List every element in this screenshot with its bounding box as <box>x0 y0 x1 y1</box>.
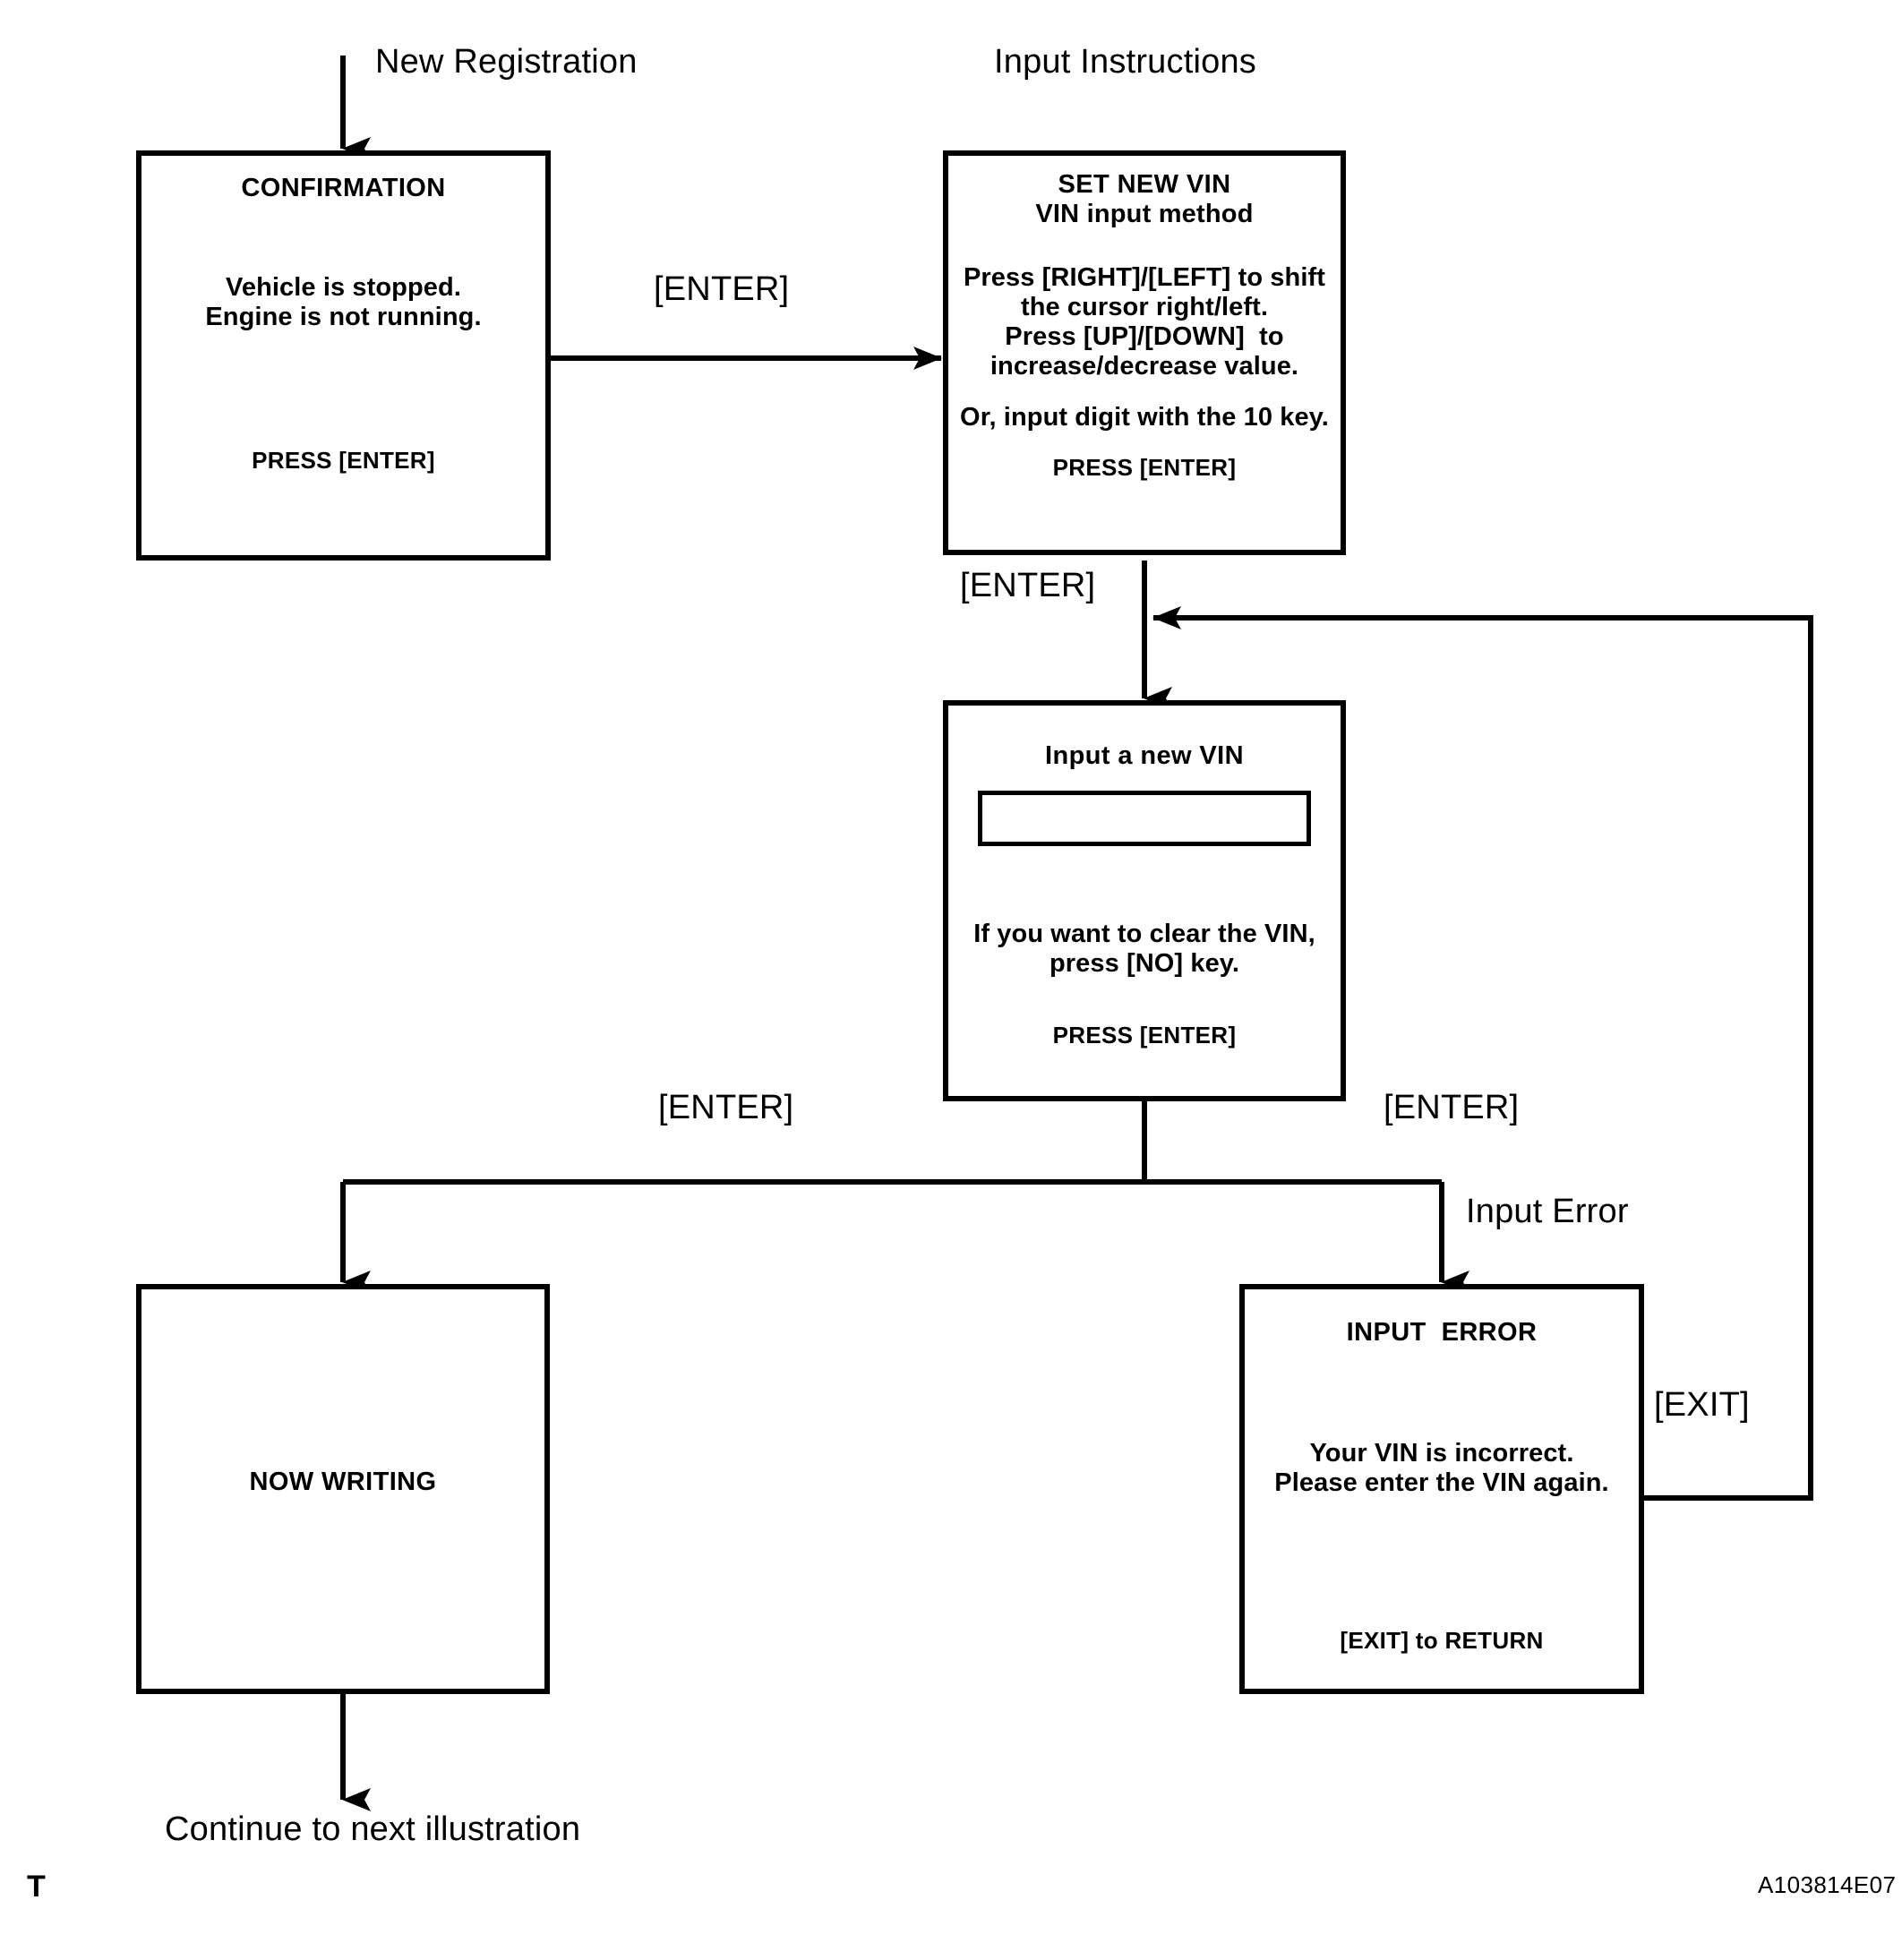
edge-inputvin-split <box>340 1101 1469 1294</box>
edge-label-enter-inputerror: [ENTER] <box>1384 1089 1520 1126</box>
inputerror-footer: [EXIT] to RETURN <box>1340 1627 1544 1654</box>
edge-label-enter-nowwriting: [ENTER] <box>658 1089 794 1126</box>
setnewvin-body-line-5: Or, input digit with the 10 key. <box>960 403 1329 432</box>
screen-set-new-vin: SET NEW VIN VIN input method Press [RIGH… <box>943 150 1346 555</box>
inputvin-title: Input a new VIN <box>1045 741 1244 770</box>
screen-input-a-new-vin: Input a new VIN If you want to clear the… <box>943 700 1346 1101</box>
vin-input-field[interactable] <box>978 791 1311 846</box>
nowwriting-title: NOW WRITING <box>249 1468 437 1496</box>
confirmation-footer: PRESS [ENTER] <box>252 447 435 474</box>
setnewvin-title: SET NEW VIN <box>1058 170 1231 199</box>
inputvin-body-line-2: press [NO] key. <box>1049 949 1240 978</box>
edge-label-enter-confirmation: [ENTER] <box>654 270 790 308</box>
screen-confirmation: CONFIRMATION Vehicle is stopped. Engine … <box>136 150 551 561</box>
setnewvin-footer: PRESS [ENTER] <box>1052 454 1237 481</box>
screen-input-error: INPUT ERROR Your VIN is incorrect. Pleas… <box>1239 1284 1644 1694</box>
inputvin-footer: PRESS [ENTER] <box>1052 1022 1237 1048</box>
edge-label-enter-setnewvin: [ENTER] <box>960 567 1096 604</box>
reference-code: A103814E07 <box>1758 1871 1897 1898</box>
label-continue-to-next-illustration: Continue to next illustration <box>165 1810 581 1848</box>
inputerror-body-line-2: Please enter the VIN again. <box>1274 1468 1609 1497</box>
setnewvin-body-line-1: Press [RIGHT]/[LEFT] to shift <box>963 263 1326 292</box>
confirmation-body-line-2: Engine is not running. <box>205 303 482 331</box>
confirmation-body-line-1: Vehicle is stopped. <box>226 273 461 302</box>
setnewvin-body-line-2: the cursor right/left. <box>1020 293 1269 321</box>
label-input-instructions: Input Instructions <box>994 43 1256 81</box>
edge-label-input-error: Input Error <box>1466 1193 1629 1230</box>
setnewvin-body-line-4: increase/decrease value. <box>990 352 1299 381</box>
setnewvin-subtitle: VIN input method <box>1035 200 1254 228</box>
inputerror-body-line-1: Your VIN is incorrect. <box>1309 1439 1574 1468</box>
edge-label-exit: [EXIT] <box>1654 1386 1750 1424</box>
confirmation-title: CONFIRMATION <box>241 174 446 202</box>
corner-mark-t: T <box>27 1870 46 1904</box>
label-new-registration: New Registration <box>375 43 638 81</box>
setnewvin-body-line-3: Press [UP]/[DOWN] to <box>1005 322 1284 351</box>
inputvin-body-line-1: If you want to clear the VIN, <box>973 920 1315 948</box>
inputerror-title: INPUT ERROR <box>1346 1318 1538 1347</box>
screen-now-writing: NOW WRITING <box>136 1284 550 1694</box>
